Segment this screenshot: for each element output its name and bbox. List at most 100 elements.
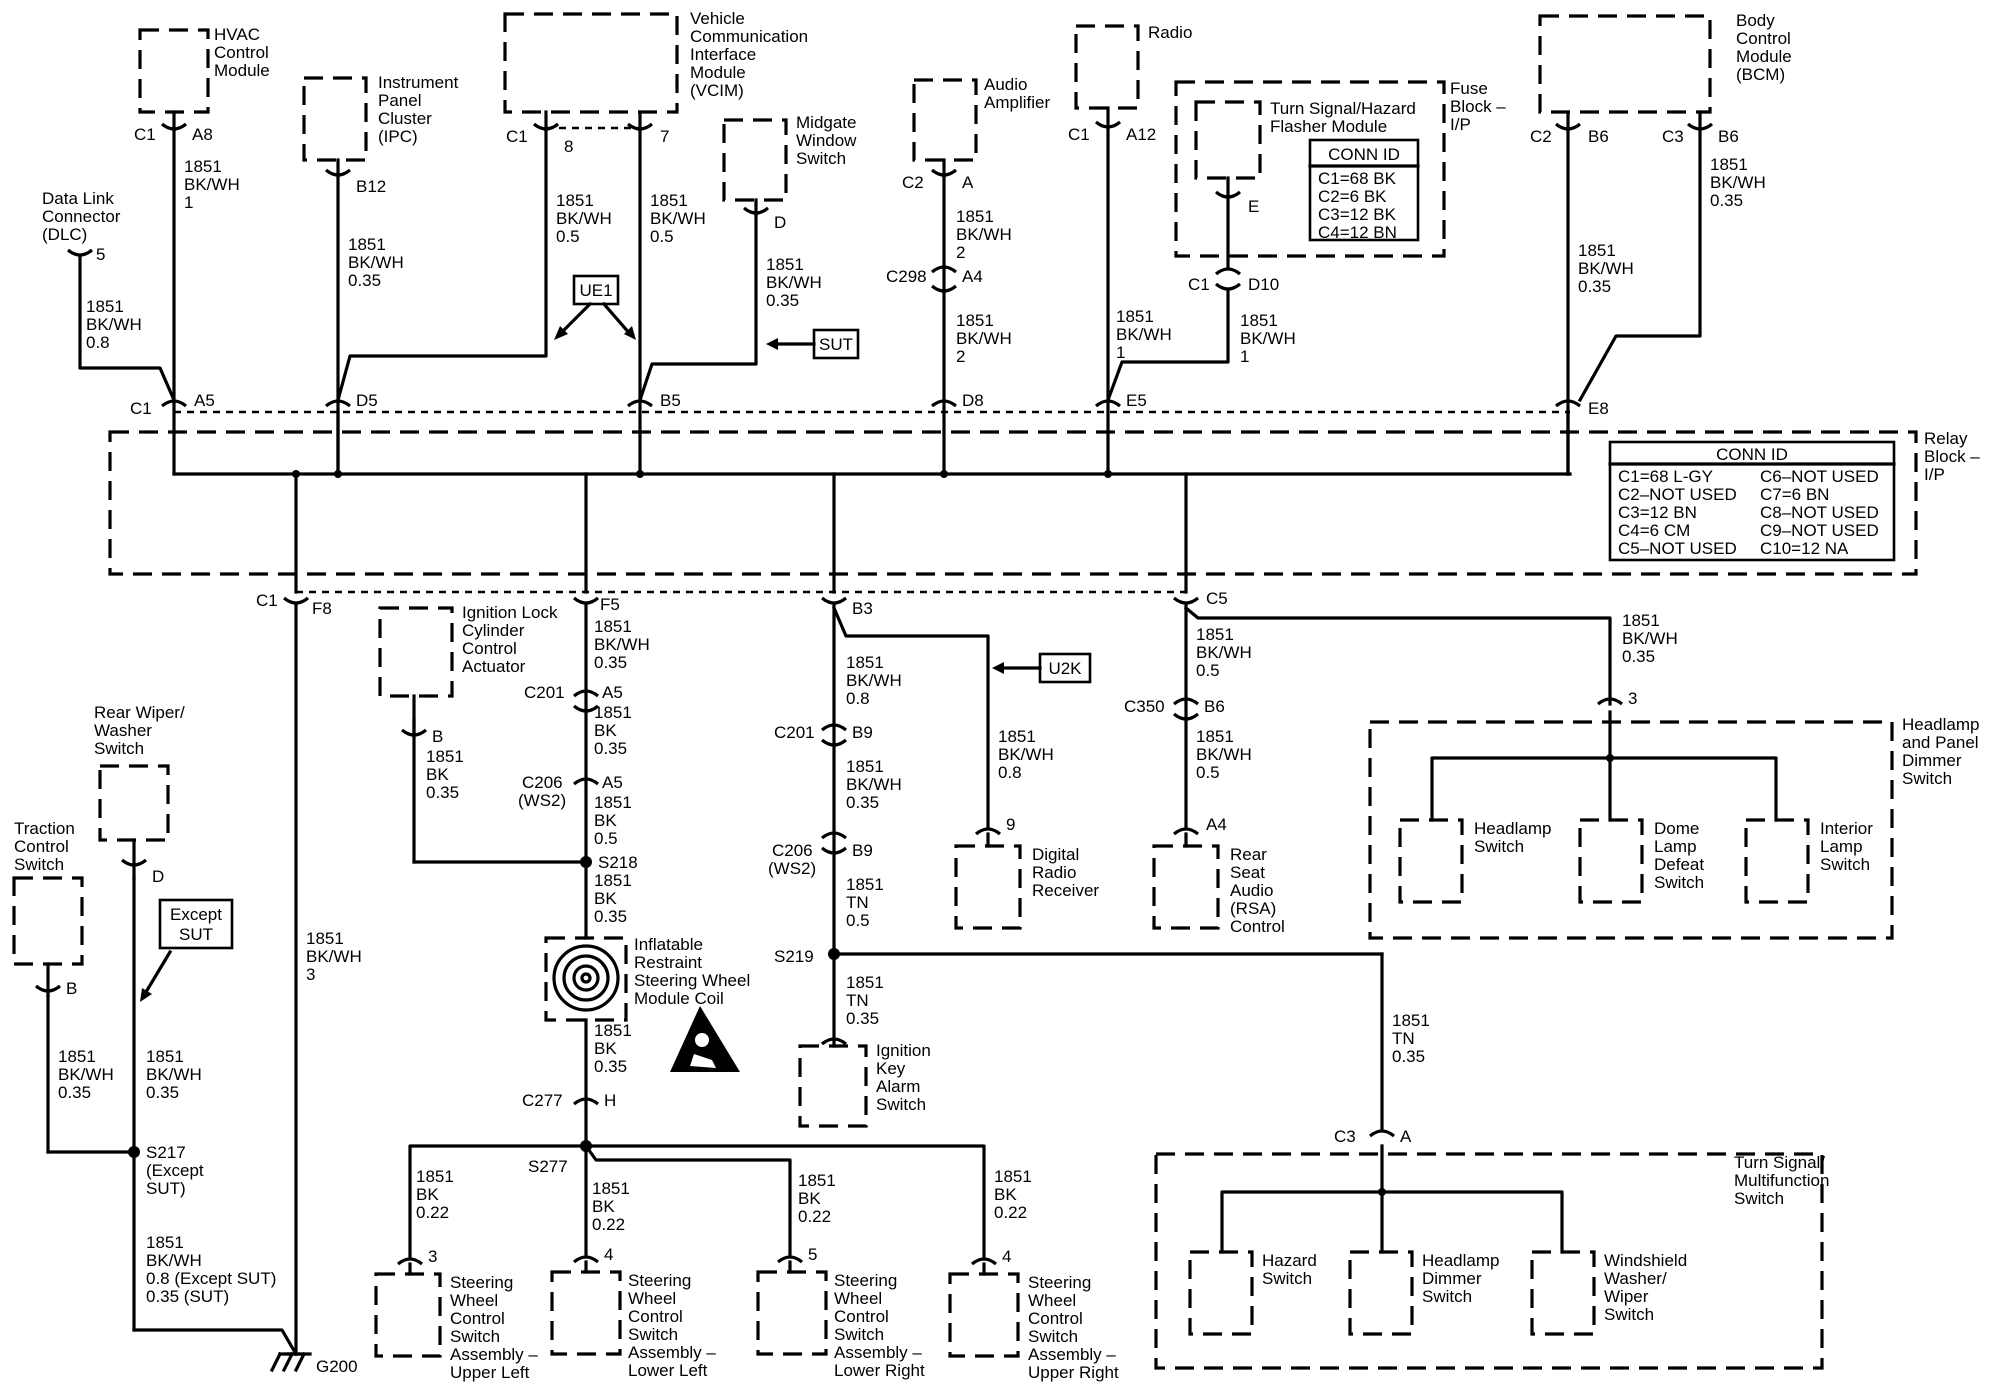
pin-label-c206a: C206	[522, 773, 563, 792]
label-coil: Inflatable	[634, 935, 703, 954]
wire-label-radio: BK/WH	[1116, 325, 1172, 344]
u2k-tag-text: U2K	[1048, 659, 1082, 678]
rsa-box	[1152, 844, 1220, 930]
label-swc-ul: Steering	[450, 1273, 513, 1292]
wire-label-f5: 1851	[594, 617, 632, 636]
label-swc-ul: Upper Left	[450, 1363, 530, 1382]
ground-symbol	[269, 1351, 312, 1373]
pin-label-s277: S277	[528, 1157, 568, 1176]
pin-label-c206a-p: A5	[602, 773, 623, 792]
wire-label-s219: 1851	[846, 973, 884, 992]
wire-label-s219: TN	[846, 991, 869, 1010]
label-hpd: Headlamp	[1902, 715, 1980, 734]
wire-label-tc: 1851	[58, 1047, 96, 1066]
fuse-conn-row: C1=68 BK	[1318, 169, 1397, 188]
wire-label-a5: BK	[594, 721, 617, 740]
interior-box	[1744, 818, 1810, 904]
wire-label-swc3: BK	[798, 1189, 821, 1208]
wire-label-swc2: 1851	[592, 1179, 630, 1198]
label-hazard: Switch	[1262, 1269, 1312, 1288]
label-wiper: Washer/	[1604, 1269, 1667, 1288]
pin-label-amp-c: C2	[902, 173, 924, 192]
label-drr: Radio	[1032, 863, 1076, 882]
hpd-box	[1368, 720, 1894, 940]
label-ignlock: Actuator	[462, 657, 526, 676]
connector-symbols	[34, 106, 1714, 1276]
wire-label-swc2: 0.22	[592, 1215, 625, 1234]
label-radio: Radio	[1148, 23, 1192, 42]
wire-label-bcm2: BK/WH	[1578, 259, 1634, 278]
wire-label-ign: 0.35	[426, 783, 459, 802]
wire-label-tc: 0.35	[58, 1083, 91, 1102]
pin-label-tc-p: B	[66, 979, 77, 998]
label-dome: Lamp	[1654, 837, 1697, 856]
wire-label-tsmf: 1851	[1392, 1011, 1430, 1030]
pin-label-rb-b3: B3	[852, 599, 873, 618]
wire-label-b3: 0.8	[846, 689, 870, 708]
label-ignlock: Cylinder	[462, 621, 525, 640]
label-ipc: Instrument	[378, 73, 459, 92]
ue1-tag-text: UE1	[579, 281, 612, 300]
label-swc-lr: Assembly –	[834, 1343, 922, 1362]
label-rsa: Control	[1230, 917, 1285, 936]
flasher-box	[1194, 100, 1262, 180]
wire-label-mid: 0.35	[766, 291, 799, 310]
pin-label-c201a-p: A5	[602, 683, 623, 702]
pin-label-c201b: C201	[774, 723, 815, 742]
label-fuse: Block –	[1450, 97, 1506, 116]
label-rsa: Rear	[1230, 845, 1267, 864]
traction-box	[12, 876, 84, 966]
wire-label-hvac: 1851	[184, 157, 222, 176]
pin-label-c298: C298	[886, 267, 927, 286]
pin-label-rb-e5: E5	[1126, 391, 1147, 410]
wire-label-vcim7: 1851	[650, 191, 688, 210]
label-ikas: Key	[876, 1059, 906, 1078]
label-hpd: and Panel	[1902, 733, 1979, 752]
pin-label-rb-a5: A5	[194, 391, 215, 410]
label-swc-lr: Lower Right	[834, 1361, 925, 1380]
wire-label-tc: BK/WH	[58, 1065, 114, 1084]
label-tsmf: Switch	[1734, 1189, 1784, 1208]
wire-label-a5: 1851	[594, 703, 632, 722]
ipc-box	[302, 76, 368, 162]
except-tag-line1: Except	[170, 905, 222, 924]
label-hldim: Headlamp	[1422, 1251, 1500, 1270]
relay-conn-row: C1=68 L-GY	[1618, 467, 1713, 486]
coil-icon	[552, 944, 620, 1012]
fuse-conn-row: C3=12 BK	[1318, 205, 1397, 224]
hlsw-box	[1398, 818, 1464, 904]
pin-label-radio-c: C1	[1068, 125, 1090, 144]
label-vcim: Interface	[690, 45, 756, 64]
hldim-box	[1348, 1250, 1414, 1336]
label-traction: Control	[14, 837, 69, 856]
wire-label-b9: BK/WH	[846, 775, 902, 794]
wire-label-swc3: 0.22	[798, 1207, 831, 1226]
pin-label-fuse-c: C1	[1188, 275, 1210, 294]
wire-label-b9b: 0.5	[846, 911, 870, 930]
label-swc-ul: Control	[450, 1309, 505, 1328]
label-swc-ul: Switch	[450, 1327, 500, 1346]
tags: UE1 SUT U2K Except SUT	[140, 274, 1092, 1002]
label-swc-ll: Control	[628, 1307, 683, 1326]
wire-label-bcm2: 1851	[1578, 241, 1616, 260]
relay-conn-row: C10=12 NA	[1760, 539, 1849, 558]
label-vcim: Vehicle	[690, 9, 745, 28]
wire-label-s219: 0.35	[846, 1009, 879, 1028]
relay-conn-row: C5–NOT USED	[1618, 539, 1737, 558]
wire-label-a5b: 1851	[594, 793, 632, 812]
wiper-box	[1530, 1250, 1596, 1336]
pin-label-c201b-p: B9	[852, 723, 873, 742]
rearwiper-box	[98, 764, 170, 842]
wires	[46, 126, 1778, 1357]
fuse-conn-title: CONN ID	[1328, 145, 1400, 164]
label-swc-ur: Wheel	[1028, 1291, 1076, 1310]
wire-label-c5: 0.5	[1196, 661, 1220, 680]
pin-label-c206b: C206	[772, 841, 813, 860]
label-midgate: Midgate	[796, 113, 856, 132]
pin-label-bcm-p3: B6	[1718, 127, 1739, 146]
wire-label-bcm3: BK/WH	[1710, 173, 1766, 192]
label-fuse: Fuse	[1450, 79, 1488, 98]
tsmf-box	[1154, 1152, 1824, 1370]
label-traction: Switch	[14, 855, 64, 874]
